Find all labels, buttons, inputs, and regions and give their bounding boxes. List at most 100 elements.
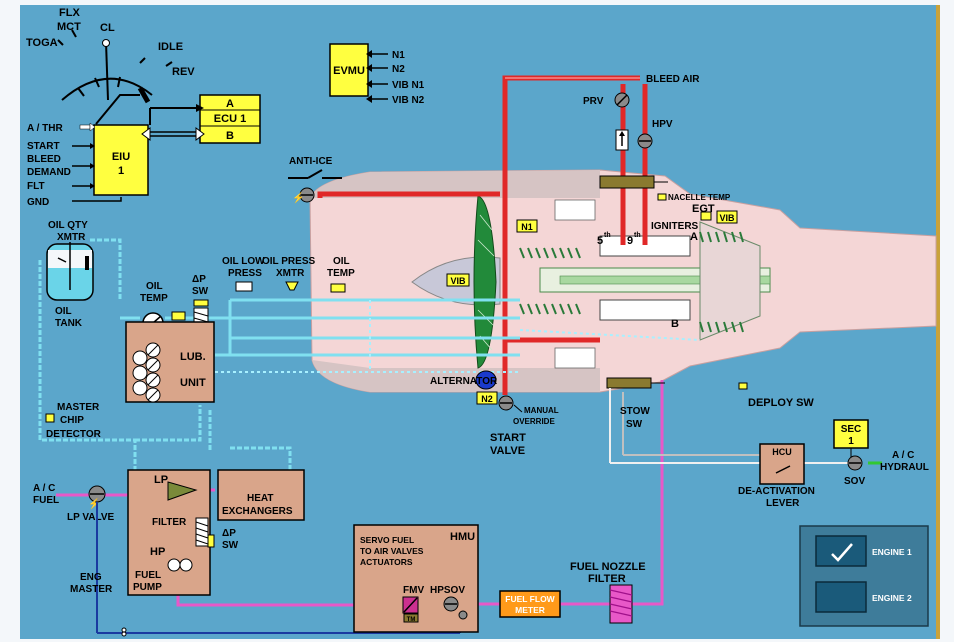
- eiu-input-demand: DEMAND: [27, 167, 71, 178]
- check-icon: [831, 543, 853, 562]
- bleed-air-label: BLEED AIR: [646, 74, 700, 85]
- oil-temp-sensor: [171, 311, 186, 321]
- manual-override-label-1: MANUAL: [524, 406, 559, 415]
- eiu-ecu-link: [141, 127, 205, 141]
- nacelle-temp-sensor: [657, 193, 667, 201]
- eiu-number: 1: [118, 165, 124, 177]
- oil-dp-sw-label-2: SW: [192, 286, 209, 297]
- fuel-nozzle-filter-label-1: FUEL NOZZLE: [570, 561, 646, 573]
- vib-core-sensor: [716, 210, 738, 224]
- eiu-input-bleed: BLEED: [27, 154, 61, 165]
- ecu-channel-b: B: [226, 130, 234, 142]
- engine1-button[interactable]: [815, 535, 867, 567]
- lub-unit-label-2: UNIT: [180, 377, 206, 389]
- oil-return-lines: [38, 238, 292, 490]
- alternator-icon: [475, 370, 497, 390]
- chip-detector-label-3: DETECTOR: [46, 429, 102, 440]
- fuel-pump-label-1: FUEL: [135, 570, 161, 581]
- engine2-label: ENGINE 2: [872, 593, 912, 603]
- evmu-box: [329, 43, 369, 97]
- bleed-actuator: [599, 175, 655, 189]
- fuel-dp-sw-label-2: SW: [222, 540, 239, 551]
- hcu-label: HCU: [772, 447, 792, 457]
- evmu-input-vib-n2: VIB N2: [392, 95, 425, 106]
- evmu-input-arrows: [366, 50, 388, 103]
- oil-press-xmtr: [285, 281, 299, 291]
- ac-hydraul-label-1: A / C: [892, 450, 914, 461]
- flx-label: FLX: [59, 7, 80, 19]
- oil-press-xmtr-label-1: OIL PRESS: [262, 256, 315, 267]
- compressor-blades: [519, 231, 744, 333]
- servo-fuel-label-2: TO AIR VALVES: [360, 546, 424, 556]
- stow-sw-label-2: SW: [626, 419, 643, 430]
- oil-temp-left-label-2: TEMP: [140, 293, 168, 304]
- chip-detector-label-2: CHIP: [60, 415, 84, 426]
- ac-fuel-label-1: A / C: [33, 483, 55, 494]
- oil-temp-right-label-1: OIL: [333, 256, 350, 267]
- throttle-to-ecu-arrow: [196, 104, 204, 112]
- engine1-label: ENGINE 1: [872, 547, 912, 557]
- oil-low-press-label-1: OIL LOW: [222, 256, 265, 267]
- n2-sensor: [476, 391, 498, 405]
- fifth-stage-label: 5: [597, 235, 603, 247]
- oil-tank: [46, 242, 94, 301]
- cl-label: CL: [100, 22, 115, 34]
- nacelle-temp-label: NACELLE TEMP: [668, 193, 731, 202]
- n1-sensor: [516, 219, 538, 233]
- oil-temp-right-label-2: TEMP: [327, 268, 355, 279]
- vib-core-label: VIB: [719, 213, 735, 223]
- eiu-input-flt: FLT: [27, 181, 45, 192]
- oil-temp-left-label-1: OIL: [146, 281, 163, 292]
- deploy-sw-label: DEPLOY SW: [748, 397, 814, 409]
- chip-detector-label-1: MASTER: [57, 402, 100, 413]
- fuel-flow-meter-label-1: FUEL FLOW: [505, 594, 555, 604]
- igniter-b-label: B: [671, 318, 679, 330]
- idle-label: IDLE: [158, 41, 183, 53]
- deactivation-lever-label-1: DE-ACTIVATION: [738, 486, 815, 497]
- fuel-flow-meter-label-2: METER: [515, 605, 545, 615]
- hp-pump-gear-1: [167, 558, 181, 572]
- evmu-input-n1: N1: [392, 50, 405, 61]
- deploy-sw-sensor: [738, 382, 748, 390]
- fuel-filter-label: FILTER: [152, 517, 187, 528]
- sec-label-2: 1: [848, 436, 854, 447]
- hmu-label: HMU: [450, 531, 475, 543]
- engine2-button[interactable]: [815, 581, 867, 613]
- fmv-label: FMV: [403, 585, 424, 596]
- eiu-input-start: START: [27, 141, 60, 152]
- fuel-dp-sw-label-1: ΔP: [222, 528, 236, 539]
- lub-pump-icons: [132, 342, 161, 403]
- lub-unit-label-1: LUB.: [180, 351, 206, 363]
- oil-qty-xmtr-label-2: XMTR: [57, 232, 86, 243]
- n1-label: N1: [521, 222, 533, 232]
- eng-master-label-1: ENG: [80, 572, 102, 583]
- oil-tank-label-1: OIL: [55, 306, 72, 317]
- hpsov-label: HPSOV: [430, 585, 465, 596]
- igniter-a-label: A: [690, 231, 698, 243]
- servo-fuel-label-1: SERVO FUEL: [360, 535, 414, 545]
- heat-exchangers-label-2: EXCHANGERS: [222, 506, 293, 517]
- ac-hydraul-label-2: HYDRAUL: [880, 462, 929, 473]
- fuel-dp-switch: [207, 534, 215, 548]
- oil-temp-right-sensor: [330, 283, 346, 293]
- sec-label-1: SEC: [841, 424, 862, 435]
- hpv-label: HPV: [652, 119, 673, 130]
- oil-supply-lines: [120, 298, 520, 357]
- start-valve-label-1: START: [490, 432, 526, 444]
- start-valve-label-2: VALVE: [490, 445, 525, 457]
- manual-override-label-2: OVERRIDE: [513, 417, 555, 426]
- ninth-stage-suffix: th: [634, 232, 641, 239]
- oil-tank-label-2: TANK: [55, 318, 83, 329]
- hpsov-solenoid: [458, 610, 468, 620]
- prv-label: PRV: [583, 96, 604, 107]
- throttle-quadrant: [57, 29, 173, 125]
- hp-pump-gear-2: [179, 558, 193, 572]
- lp-label: LP: [154, 474, 168, 486]
- eiu-input-gnd: GND: [27, 197, 49, 208]
- eiu-label: EIU: [112, 151, 130, 163]
- evmu-input-vib-n1: VIB N1: [392, 80, 425, 91]
- chip-detector-icon: [45, 413, 55, 423]
- eng-master-label-2: MASTER: [70, 584, 113, 595]
- ecu-box: [199, 94, 261, 144]
